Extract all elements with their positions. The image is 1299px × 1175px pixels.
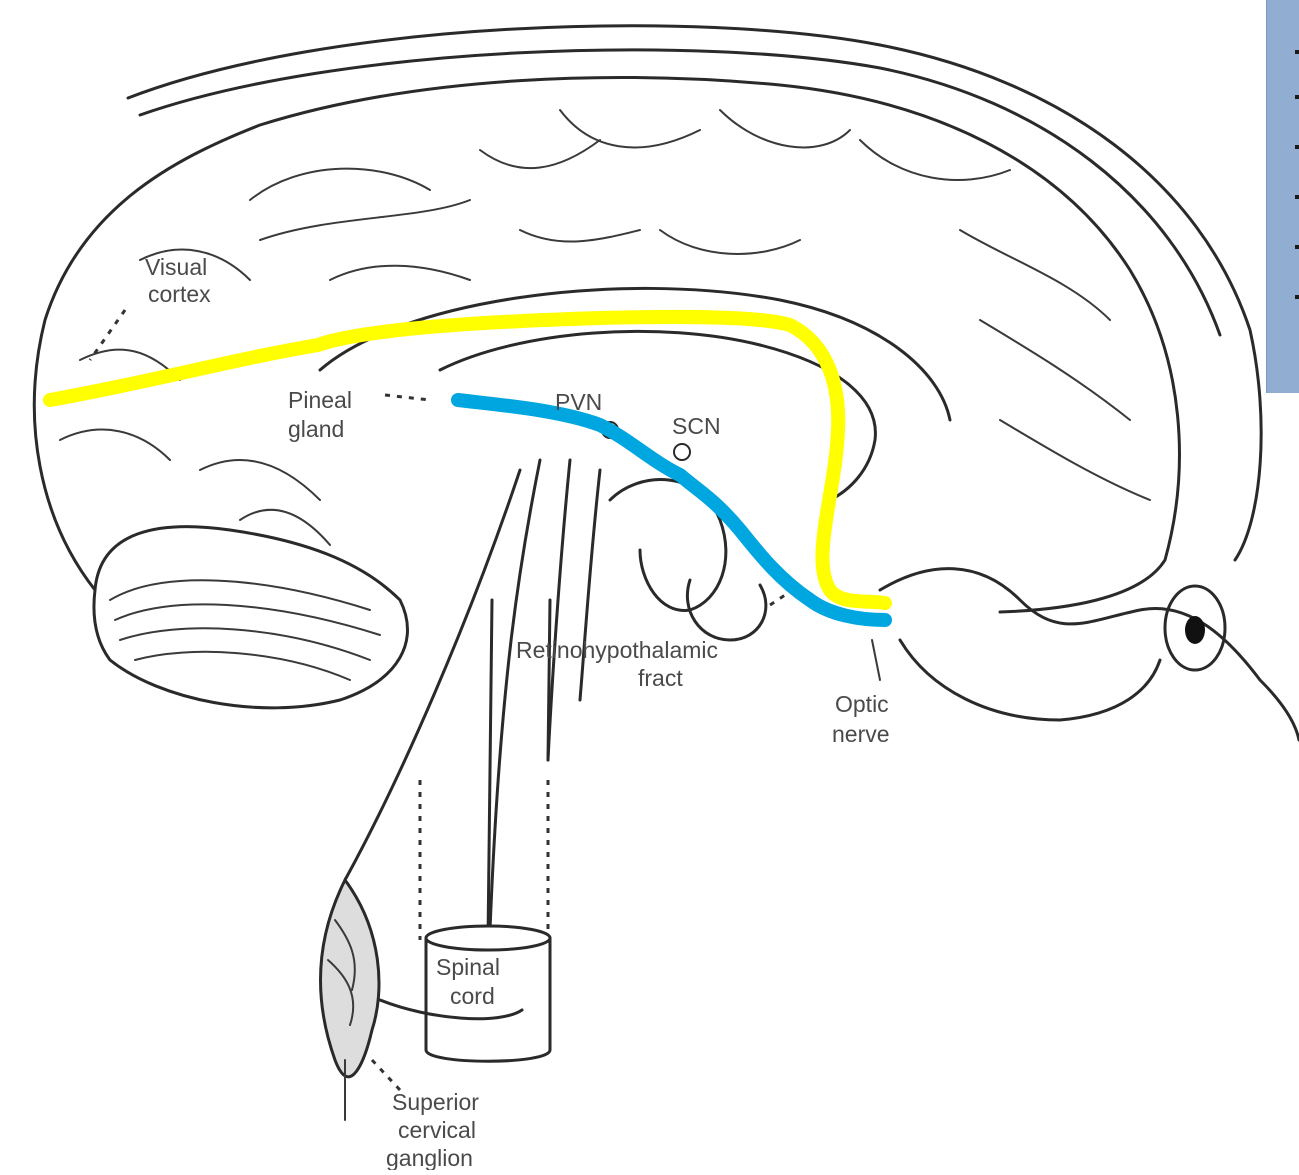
corpus-callosum-upper [320,288,950,420]
label-pineal-2: gland [288,416,344,442]
skull-inner-line [140,50,1220,335]
label-scn: SCN [672,413,721,439]
cropped-note-box [1266,0,1299,393]
label-spinal-1: Spinal [436,954,500,980]
cerebellum [94,527,408,708]
note-mark-4 [1295,195,1299,199]
optic-pointer [872,640,880,680]
brain-outline [34,78,1179,612]
note-mark-3 [1295,145,1299,149]
label-pineal-1: Pineal [288,387,352,413]
brainstem-far-right [580,470,600,700]
note-mark-5 [1295,245,1299,249]
sympathetic-fiber [345,470,520,880]
gyri-lines [60,110,1150,545]
label-pvn: PVN [555,389,602,415]
visual-cortex-pointer [90,310,125,360]
label-optic-2: nerve [832,721,890,747]
eyeball [1165,586,1225,670]
corpus-callosum-lower [440,331,875,500]
label-optic-1: Optic [835,691,889,717]
label-scg-1: Superior [392,1089,479,1115]
label-visual-cortex-1: Visual [145,254,207,280]
note-mark-2 [1295,95,1299,99]
label-rht-1: Retinohypothalamic [516,637,718,663]
label-scg-2: cervical [398,1117,476,1143]
note-mark-6 [1295,295,1299,299]
note-mark-1 [1295,50,1299,54]
pineal-pointer [385,395,430,400]
label-rht-2: fract [638,665,683,691]
superior-cervical-ganglion [321,880,400,1120]
label-visual-cortex-2: cortex [148,281,211,307]
label-spinal-2: cord [450,983,495,1009]
spinal-tract-right [548,600,550,760]
scn-nucleus [674,444,690,460]
frontal-lower [900,640,1160,720]
pituitary [687,580,765,640]
label-scg-3: ganglion [386,1145,473,1170]
